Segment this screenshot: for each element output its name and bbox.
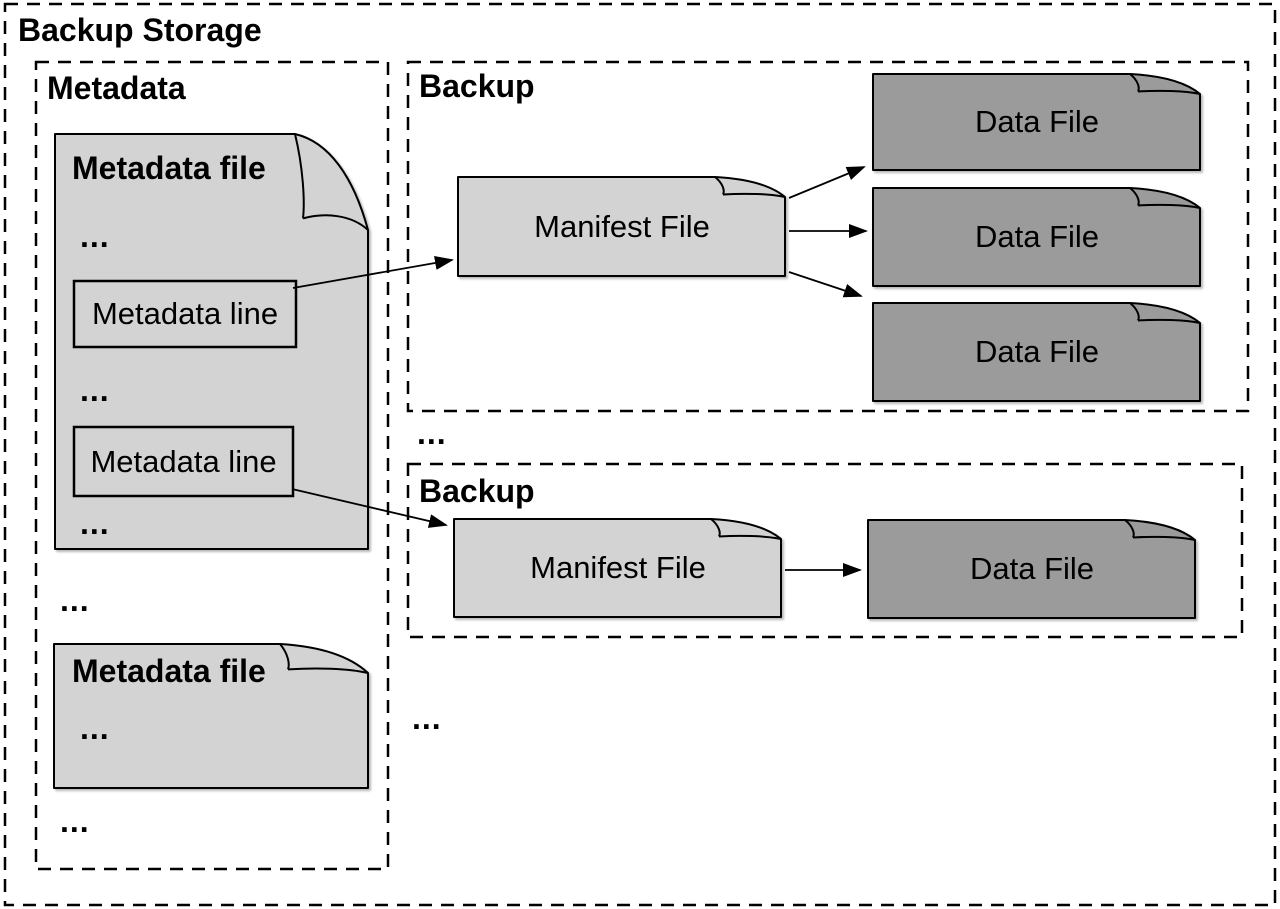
backup1-data-file-1-doc xyxy=(872,73,1201,171)
ellipsis: ... xyxy=(417,415,447,451)
metadata-file-1-title: Metadata file xyxy=(72,150,266,186)
ellipsis: ... xyxy=(80,372,110,408)
ellipsis: ... xyxy=(412,700,442,736)
metadata-file-2-title: Metadata file xyxy=(72,653,266,689)
ellipsis: ... xyxy=(80,218,110,254)
backup-group-1-label: Backup xyxy=(419,68,535,104)
backup2-manifest-file-doc xyxy=(453,518,782,618)
ellipsis: ... xyxy=(80,710,110,746)
ellipsis: ... xyxy=(80,505,110,541)
arrow-manifest1-to-datafile1 xyxy=(788,166,866,199)
metadata-line-2-box xyxy=(72,425,295,498)
arrow-metadataline2-to-manifest2 xyxy=(291,488,448,528)
backup1-manifest-file-doc xyxy=(457,176,786,277)
arrow-manifest1-to-datafile3 xyxy=(788,271,863,298)
metadata-file-2-doc xyxy=(53,643,369,789)
ellipsis: ... xyxy=(60,803,90,839)
metadata-line-1-box xyxy=(72,279,298,349)
arrow-metadataline1-to-manifest1 xyxy=(292,256,454,289)
backup1-data-file-3-doc xyxy=(872,302,1201,402)
backup-storage-border xyxy=(3,2,1277,907)
backup2-data-file-1-doc xyxy=(867,519,1196,619)
metadata-group-border xyxy=(34,60,390,871)
backup-group-2-label: Backup xyxy=(419,473,535,509)
backup1-data-file-2-doc xyxy=(872,187,1201,287)
backup-group-1-border xyxy=(406,60,1250,413)
metadata-group-label: Metadata xyxy=(47,70,186,106)
backup-storage-label: Backup Storage xyxy=(18,12,262,48)
ellipsis: ... xyxy=(60,582,90,618)
